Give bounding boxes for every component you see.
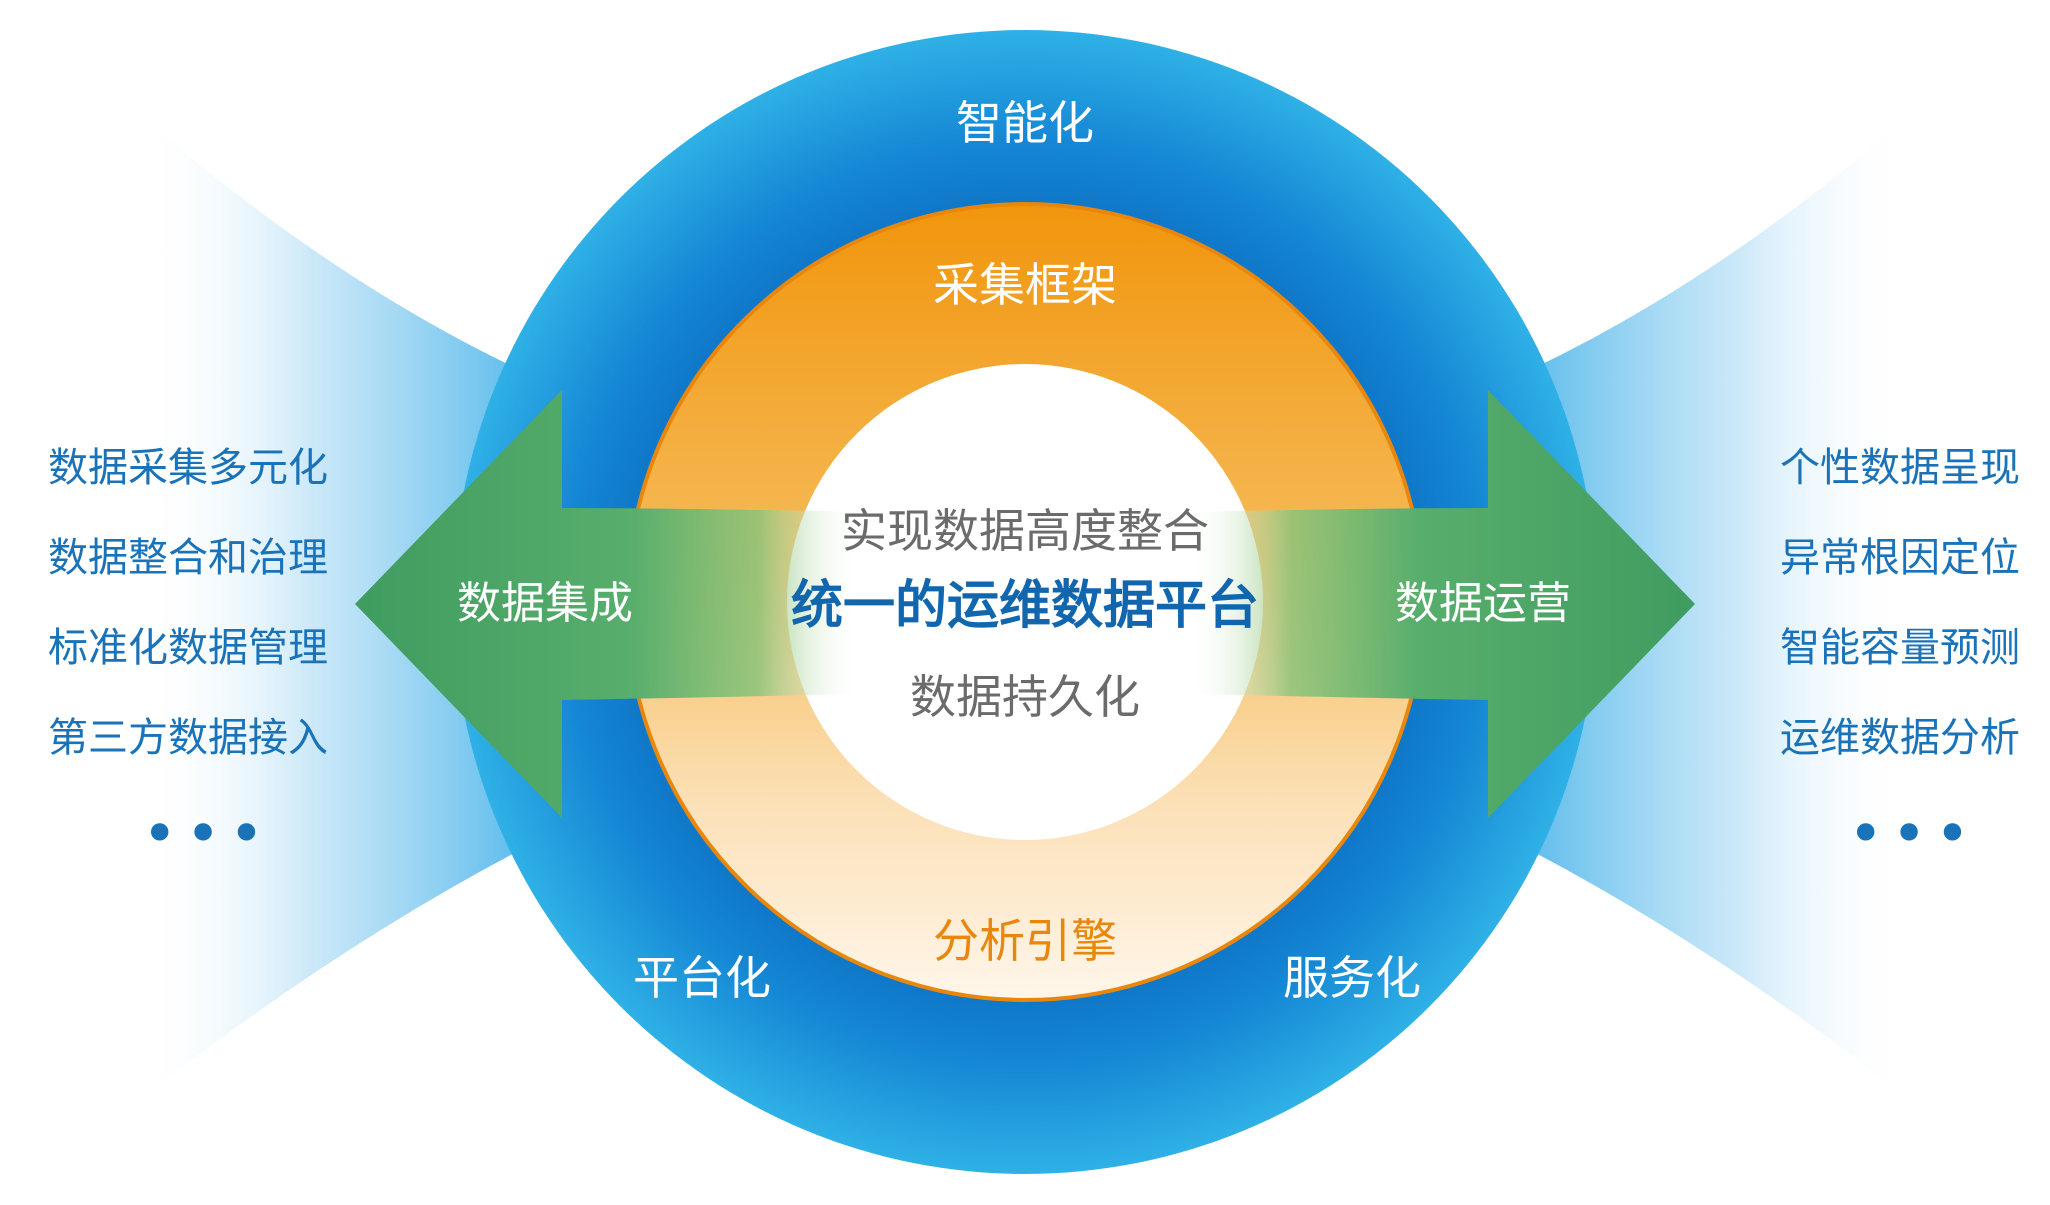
right-arrow [1190,390,1695,818]
center-title: 统一的运维数据平台 [790,576,1259,636]
blue-ring-bottom-left-label: 平台化 [633,951,771,1005]
left-fan [140,115,520,1100]
left-arrow-label: 数据集成 [457,578,633,629]
blue-ring-bottom-right-label: 服务化 [1283,951,1421,1005]
blue-ring-top-label: 智能化 [956,96,1094,150]
left-list-item-4: 第三方数据接入 [48,715,328,761]
center-line-3: 数据持久化 [910,670,1140,724]
orange-ring-bottom-label: 分析引擎 [933,914,1117,968]
right-fan [1530,115,1910,1100]
left-list-item-3: 标准化数据管理 [48,625,328,671]
center-core [787,364,1263,840]
right-list-item-3: 智能容量预测 [1780,625,2020,671]
left-list-item-1: 数据采集多元化 [48,445,328,491]
left-list-item-2: 数据整合和治理 [48,535,328,581]
right-ellipsis: ••• [1848,799,1979,869]
center-line-1: 实现数据高度整合 [841,504,1209,558]
right-list-item-4: 运维数据分析 [1780,715,2020,761]
left-arrow [355,390,860,818]
right-arrow-label: 数据运营 [1395,578,1571,629]
orange-ring-top-label: 采集框架 [933,258,1117,312]
right-list-item-1: 个性数据呈现 [1780,445,2020,491]
right-list-item-2: 异常根因定位 [1780,535,2020,581]
left-ellipsis: ••• [142,799,273,869]
